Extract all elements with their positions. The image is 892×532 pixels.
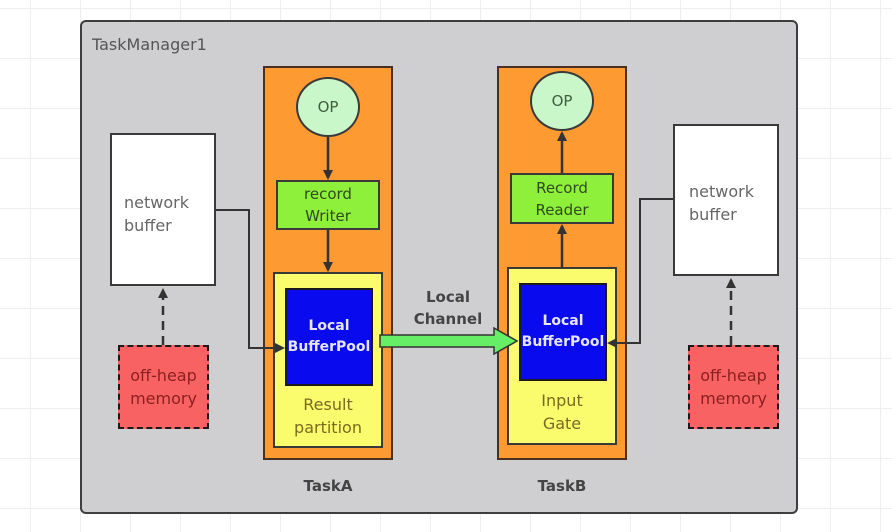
- pool-b-line1: Local: [542, 313, 584, 329]
- task-b-label: TaskB: [537, 477, 587, 495]
- record-writer-line2: Writer: [305, 207, 351, 225]
- left-netbuf-line2: buffer: [124, 216, 172, 235]
- right-offheap-line2: memory: [700, 389, 767, 408]
- arrow-left-netbuf-to-pool: [216, 209, 285, 353]
- left-offheap-line2: memory: [130, 389, 197, 408]
- channel-line1: Local: [425, 288, 471, 306]
- arrow-right-netbuf-to-pool: [607, 198, 673, 348]
- right-off-heap-memory: off-heap memory: [688, 345, 779, 429]
- record-reader-line2: Reader: [535, 200, 589, 219]
- left-off-heap-memory: off-heap memory: [118, 345, 209, 429]
- local-channel-arrow: [379, 326, 519, 356]
- right-netbuf-line1: network: [689, 182, 754, 201]
- left-network-buffer: network buffer: [110, 133, 216, 286]
- partition-a-line1: Result: [303, 395, 353, 414]
- right-network-buffer: network buffer: [673, 124, 779, 276]
- pool-b-line2: BufferPool: [521, 334, 605, 350]
- left-netbuf-line1: network: [124, 193, 189, 212]
- right-netbuf-line2: buffer: [689, 205, 737, 224]
- gate-line1: Input: [541, 391, 583, 410]
- pool-a-line1: Local: [308, 318, 350, 334]
- task-a-partition-label: Result partition: [273, 393, 383, 439]
- gate-line2: Gate: [542, 414, 582, 433]
- partition-a-line2: partition: [294, 418, 362, 437]
- pool-a-line2: BufferPool: [287, 339, 371, 355]
- record-writer-line1: record: [304, 185, 352, 203]
- left-offheap-line1: off-heap: [130, 366, 197, 385]
- right-offheap-line1: off-heap: [700, 366, 767, 385]
- task-a-op-node: OP: [296, 77, 360, 137]
- task-b-op-node: OP: [530, 71, 594, 131]
- taskmanager-title: TaskManager1: [92, 35, 207, 54]
- channel-line2: Channel: [413, 310, 483, 328]
- record-reader-line1: Record: [536, 178, 588, 197]
- task-a-label: TaskA: [303, 477, 353, 495]
